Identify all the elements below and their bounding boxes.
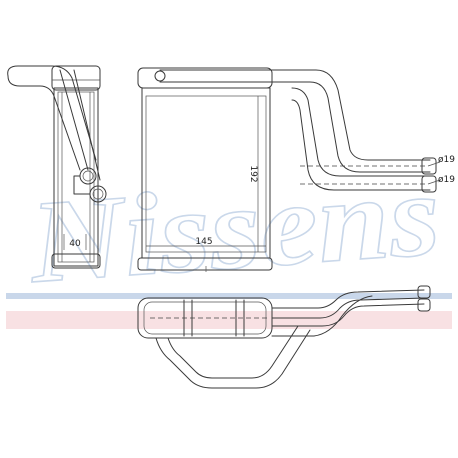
front-bottom-tank bbox=[137, 257, 273, 271]
side-view: 40 bbox=[7, 65, 107, 269]
dim-pipe-upper: ø19 bbox=[438, 155, 455, 165]
top-view bbox=[137, 285, 431, 389]
watermark-band-blue bbox=[6, 293, 452, 299]
side-core-outline bbox=[53, 87, 99, 267]
top-pipe-end-1 bbox=[417, 285, 431, 299]
front-pipes: ø19 ø19 bbox=[159, 69, 455, 193]
dim-pipe-lower: ø19 bbox=[438, 175, 455, 185]
watermark-band-red bbox=[6, 311, 452, 329]
dim-height: 192 bbox=[248, 165, 258, 182]
top-pipe-end-2 bbox=[417, 298, 431, 312]
side-bottom-tank bbox=[51, 253, 101, 269]
front-view: 192 145 ø19 ø19 bbox=[137, 67, 455, 272]
dim-thickness: 40 bbox=[69, 239, 81, 249]
dim-width: 145 bbox=[195, 237, 212, 247]
